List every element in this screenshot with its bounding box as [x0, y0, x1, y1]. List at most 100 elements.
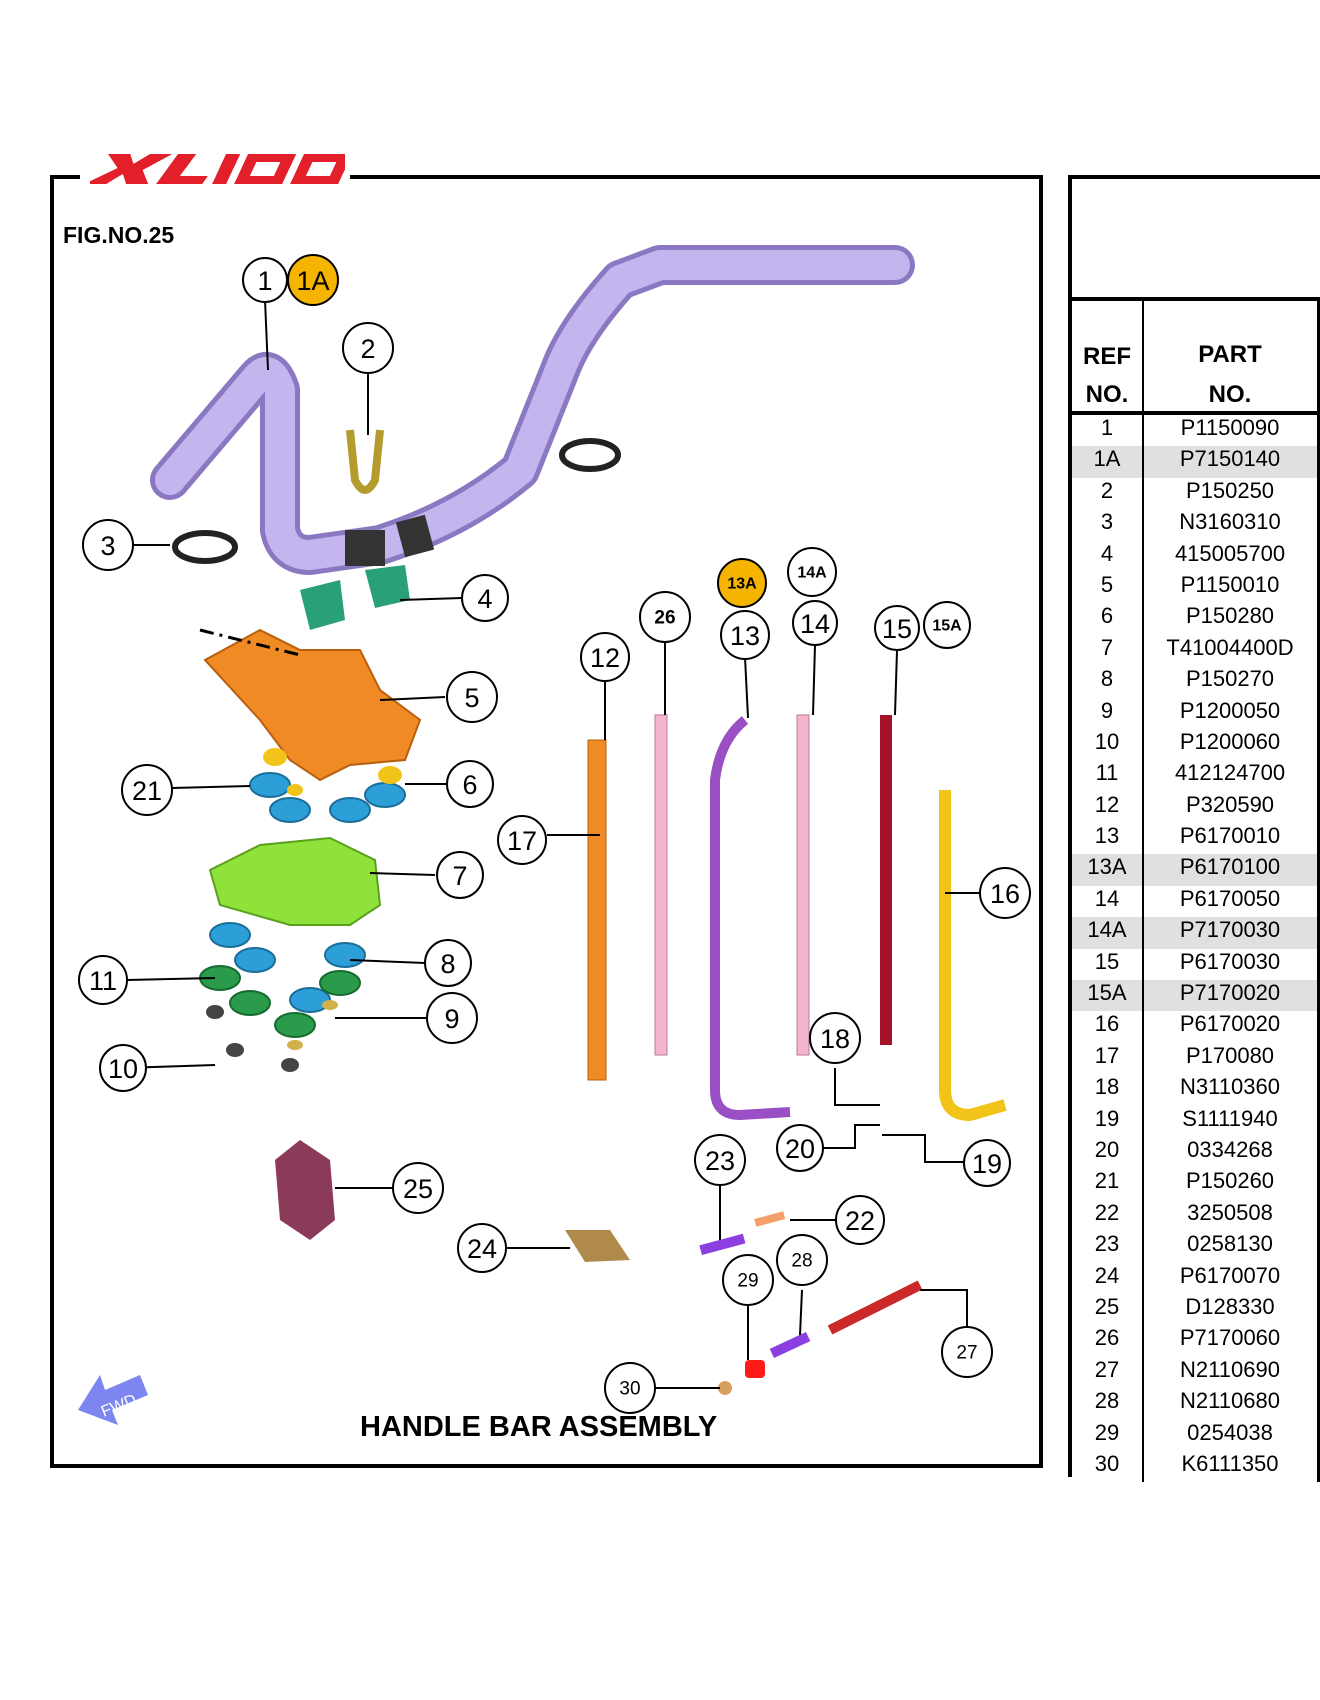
figure-number: FIG.NO.25	[63, 222, 175, 248]
ref-cell: 22	[1094, 1199, 1120, 1225]
ref-cell: 10	[1094, 728, 1120, 754]
callout-22: 22	[835, 1195, 885, 1245]
ref-cell: 3	[1100, 509, 1114, 535]
callout-17: 17	[497, 815, 547, 865]
svg-text:19: 19	[972, 1149, 1002, 1179]
callout-21: 21	[121, 764, 173, 816]
part-number-cell: S1111940	[1182, 1105, 1278, 1131]
ref-cell: 26	[1094, 1325, 1120, 1351]
svg-text:16: 16	[990, 879, 1020, 909]
svg-text:6: 6	[462, 770, 477, 800]
table-row: 1 P1150090	[1072, 415, 1320, 446]
part-number-cell: P1150090	[1180, 415, 1280, 440]
callout-2: 2	[342, 322, 394, 374]
ref-cell: 13A	[1087, 854, 1127, 880]
svg-text:7: 7	[452, 861, 467, 891]
part-number-cell: N2110690	[1180, 1356, 1280, 1382]
svg-text:9: 9	[444, 1004, 459, 1034]
part-number-cell: P170080	[1185, 1042, 1275, 1068]
ref-cell: 20	[1094, 1136, 1120, 1162]
cable-26-part	[654, 714, 668, 1056]
ref-cell: 18	[1094, 1074, 1120, 1100]
connector-22-part	[754, 1211, 786, 1227]
cable-15-part	[880, 715, 892, 1045]
part-number-cell: P6170050	[1179, 885, 1281, 911]
ref-cell: 28	[1094, 1388, 1120, 1414]
callout-15: 15	[874, 605, 920, 651]
part-number-cell: P6170100	[1179, 854, 1281, 880]
callout-25: 25	[392, 1162, 444, 1214]
svg-text:28: 28	[791, 1251, 812, 1272]
header-ref-line1: REF	[1083, 343, 1131, 370]
ref-cell: 23	[1094, 1231, 1120, 1257]
svg-text:5: 5	[464, 683, 479, 713]
ref-cell: 5	[1100, 571, 1114, 597]
connector-23-part	[699, 1233, 746, 1256]
callout-27: 27	[941, 1326, 993, 1378]
svg-text:23: 23	[705, 1146, 735, 1176]
svg-text:22: 22	[845, 1206, 875, 1236]
svg-text:14: 14	[800, 609, 830, 639]
svg-text:25: 25	[403, 1174, 433, 1204]
callout-14: 14	[792, 600, 838, 646]
svg-text:4: 4	[477, 584, 492, 614]
clamp-part-left	[172, 530, 238, 564]
svg-text:30: 30	[619, 1379, 640, 1400]
callout-9: 9	[426, 992, 478, 1044]
connector-28-part	[769, 1332, 811, 1358]
u-bolt-part	[346, 429, 384, 494]
part-number-cell: 0258130	[1187, 1231, 1273, 1257]
exploded-diagram: FWD 1 1A 2 3 4 5 6 7	[78, 245, 1031, 1425]
part-number-cell: 415005700	[1174, 540, 1286, 566]
ref-cell: 2	[1100, 477, 1114, 503]
ref-cell: 24	[1094, 1262, 1120, 1288]
svg-text:13A: 13A	[727, 576, 757, 593]
svg-text:24: 24	[467, 1234, 497, 1264]
part-number-cell: P1200050	[1179, 697, 1281, 723]
part-number-cell: K6111350	[1181, 1450, 1279, 1476]
part-number-cell: 412124700	[1174, 760, 1286, 786]
callout-23: 23	[694, 1134, 746, 1186]
cap-29-part	[745, 1360, 765, 1378]
ref-cell: 14	[1094, 885, 1120, 911]
svg-text:11: 11	[89, 966, 117, 996]
callout-18: 18	[809, 1012, 861, 1064]
callout-15a: 15A	[923, 601, 971, 649]
handlebar-drawing	[150, 245, 915, 575]
ref-cell: 25	[1094, 1293, 1120, 1319]
callout-13a: 13A	[717, 558, 767, 608]
svg-text:29: 29	[737, 1271, 758, 1292]
ref-cell: 4	[1100, 540, 1114, 566]
ref-cell: 17	[1094, 1042, 1120, 1068]
ref-cell: 1	[1100, 415, 1114, 440]
ref-cell: 12	[1094, 791, 1120, 817]
part-number-cell: P150280	[1185, 603, 1275, 629]
svg-text:15A: 15A	[932, 618, 962, 635]
green-plate-part	[208, 836, 382, 926]
callout-12: 12	[580, 632, 630, 682]
holder-part-left	[300, 580, 345, 630]
ref-cell: 13	[1094, 823, 1120, 849]
svg-text:14A: 14A	[797, 565, 827, 582]
nut-30-part	[718, 1381, 732, 1395]
part-number-cell: P7150140	[1179, 446, 1281, 472]
bush-group	[263, 748, 402, 796]
table-row: 23 0258130	[1072, 1231, 1320, 1262]
svg-text:8: 8	[440, 949, 455, 979]
ref-cell: 29	[1094, 1419, 1120, 1445]
svg-text:15: 15	[882, 614, 912, 644]
table-header: REF NO. PART NO.	[1072, 297, 1320, 415]
holder-part-right	[365, 565, 410, 608]
